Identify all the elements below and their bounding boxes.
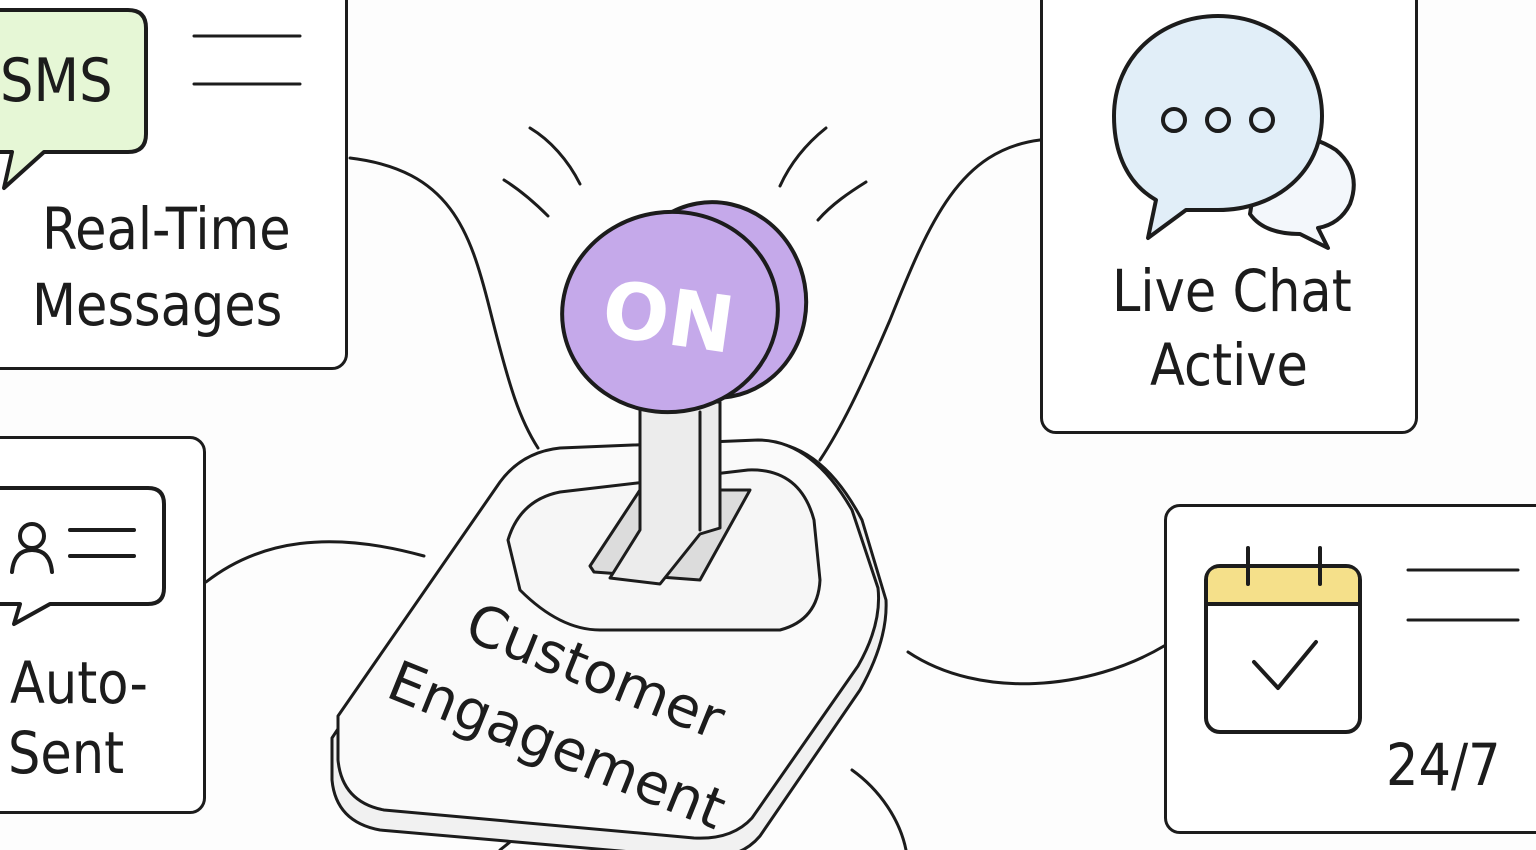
- chat-bubble-main: [1112, 14, 1324, 240]
- real-time-messages-line2: Messages: [32, 271, 283, 339]
- connector-chat: [818, 138, 1042, 462]
- ray: [528, 126, 582, 186]
- switch-state-label: ON: [597, 264, 740, 371]
- sms-badge-label: SMS: [0, 46, 113, 116]
- connector-auto: [204, 540, 426, 584]
- auto-sent-line1: Auto-: [10, 649, 148, 717]
- ray: [816, 180, 868, 222]
- auto-sent-line2: Sent: [8, 719, 125, 787]
- ray: [502, 178, 550, 218]
- always-available-label: 24/7: [1386, 731, 1501, 799]
- live-chat-line2: Active: [1150, 331, 1308, 399]
- live-chat-line1: Live Chat: [1112, 257, 1352, 325]
- switch-knob: [560, 209, 780, 415]
- auto-sent-card[interactable]: [0, 436, 206, 814]
- connector-247: [906, 644, 1166, 686]
- connector-bottom: [850, 768, 908, 850]
- ray: [778, 126, 828, 188]
- real-time-messages-line1: Real-Time: [42, 195, 291, 263]
- connector-sms: [348, 156, 540, 450]
- sms-bubble-shape: [0, 8, 148, 190]
- switch-lever: [608, 400, 722, 586]
